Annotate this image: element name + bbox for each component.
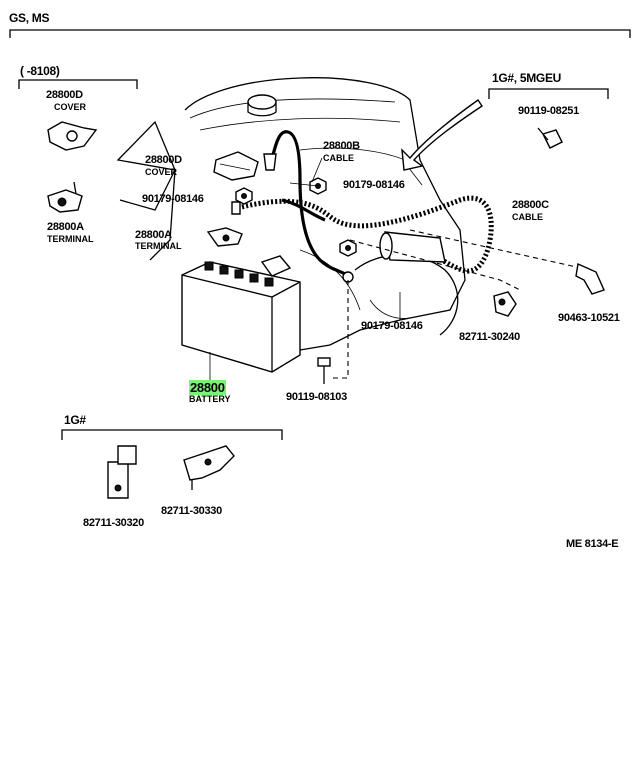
starter-motor <box>379 231 446 263</box>
part-90463-number[interactable]: 90463-10521 <box>558 312 620 324</box>
part-28800a-a-desc: TERMINAL <box>47 234 94 244</box>
part-90119-b-number[interactable]: 90119-08103 <box>286 391 347 403</box>
part-28800a-b-number[interactable]: 28800A <box>135 229 172 241</box>
clamp-90463 <box>575 262 605 295</box>
part-28800d-a-number[interactable]: 28800D <box>46 89 83 101</box>
battery-part-number-highlight: 28800 <box>189 380 226 395</box>
callout-arrow <box>401 99 483 171</box>
part-90179-b-number[interactable]: 90179-08146 <box>343 179 405 191</box>
part-82711-a-number[interactable]: 82711-30240 <box>459 331 520 343</box>
terminal-28800a-a-part <box>47 181 83 213</box>
cover-28800d-b-part <box>213 151 259 181</box>
part-28800d-b-desc: COVER <box>145 167 178 177</box>
part-28800b-desc: CABLE <box>323 153 354 163</box>
nut-90179-c <box>339 239 357 257</box>
part-28800a-b-desc: TERMINAL <box>135 241 182 251</box>
cover-28800d-a-part <box>47 121 98 151</box>
part-82711-c-number[interactable]: 82711-30330 <box>161 505 222 517</box>
header-bracket <box>9 29 631 38</box>
nut-90179-a <box>235 187 253 205</box>
bolt-90119-a <box>537 127 563 149</box>
date-range-label: ( -8108) <box>20 64 60 78</box>
cable-28800b <box>263 130 354 283</box>
battery-part <box>181 255 301 373</box>
clamp-82711-a <box>493 291 517 317</box>
engine-variant-label: 1G#, 5MGEU <box>492 71 562 85</box>
engine-block <box>116 77 466 351</box>
clamp-82711-b <box>107 445 137 499</box>
date-group-bracket <box>18 79 138 89</box>
part-28800d-b-number[interactable]: 28800D <box>145 154 182 166</box>
part-82711-b-number[interactable]: 82711-30320 <box>83 517 144 529</box>
cable-28800c <box>231 195 494 274</box>
part-28800c-number[interactable]: 28800C <box>512 199 549 211</box>
part-28800b-number[interactable]: 28800B <box>323 140 360 152</box>
model-code-label: GS, MS <box>9 11 50 25</box>
engine-1g-label: 1G# <box>64 413 86 427</box>
part-28800-desc: BATTERY <box>189 394 231 404</box>
engine-1g-bracket <box>61 429 283 440</box>
engine-variant-bracket <box>488 88 609 99</box>
part-28800d-a-desc: COVER <box>54 102 87 112</box>
part-28800-number[interactable]: 28800 <box>189 380 226 395</box>
part-28800a-a-number[interactable]: 28800A <box>47 221 84 233</box>
clamp-82711-c <box>183 445 235 490</box>
part-90119-a-number[interactable]: 90119-08251 <box>518 105 579 117</box>
part-28800c-desc: CABLE <box>512 212 543 222</box>
bolt-90119-b <box>317 357 331 384</box>
part-90179-a-number[interactable]: 90179-08146 <box>142 193 204 205</box>
part-90179-c-number[interactable]: 90179-08146 <box>361 320 423 332</box>
figure-reference: ME 8134-E <box>566 538 619 550</box>
terminal-28800a-b-part <box>206 227 243 247</box>
leader-lines <box>209 157 591 380</box>
